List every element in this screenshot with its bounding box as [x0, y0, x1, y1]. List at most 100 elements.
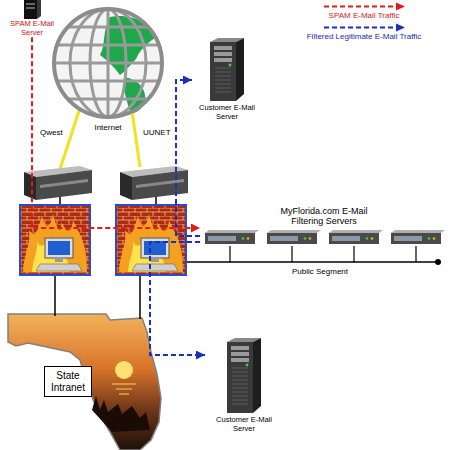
- server-tower-icon: [246, 364, 249, 367]
- server-tower-icon: [232, 384, 248, 385]
- legend-line-sample: [324, 6, 396, 8]
- network-wires: [291, 246, 292, 262]
- server-tower-icon: [236, 38, 244, 101]
- server-tower-icon: [214, 46, 232, 50]
- globe-grid: [54, 62, 162, 65]
- server-tower-icon: [229, 64, 232, 67]
- node-label: State Intranet: [51, 370, 85, 393]
- globe-grid: [57, 80, 159, 83]
- legend-line-sample: [324, 27, 396, 29]
- florida-map: [112, 384, 136, 394]
- legend-line-sample: [396, 24, 405, 32]
- rack-server-icons: [304, 237, 307, 240]
- legend-item: SPAM E-Mail Traffic: [280, 2, 448, 20]
- uplink-lines: [60, 108, 80, 169]
- rack-server-icons: [247, 237, 250, 240]
- rack-server-icons: [329, 230, 383, 233]
- server-tower-icon: [232, 396, 248, 397]
- uplink-lines: [132, 111, 140, 167]
- rack-server-icons: [366, 237, 369, 240]
- server-tower-icon: [232, 404, 248, 405]
- customer-mail-server: Customer E-Mail Server: [192, 38, 262, 121]
- server-tower-icon: [26, 7, 35, 9]
- link-label: UUNET: [143, 128, 171, 137]
- globe-grid: [57, 44, 159, 47]
- legend-item: Filtered Legitimate E-Mail Traffic: [280, 23, 448, 41]
- rack-server-icons: [329, 233, 379, 244]
- globe-icon: [54, 9, 162, 117]
- internet-globe: Internet: [50, 5, 166, 132]
- florida-map: [8, 314, 161, 450]
- legend-label: SPAM E-Mail Traffic: [280, 11, 448, 20]
- filtering-server-group: MyFlorida.com E-Mail Filtering Servers: [200, 206, 448, 245]
- legend-label: Filtered Legitimate E-Mail Traffic: [280, 32, 448, 41]
- server-tower-icon: [232, 376, 248, 377]
- server-tower-icon: [215, 88, 231, 89]
- globe-grid: [68, 98, 148, 101]
- globe-icon: [54, 9, 162, 117]
- node-label: Customer E-Mail Server: [205, 416, 283, 433]
- network-wires: [415, 246, 416, 262]
- server-tower-icon: [232, 388, 248, 389]
- segment-label: Public Segment: [292, 267, 348, 276]
- network-wires: [186, 261, 438, 263]
- rack-server-icons: [371, 237, 374, 240]
- server-tower-icon: [231, 358, 249, 362]
- rack-server-icons: [394, 236, 422, 241]
- customer-mail-server: Customer E-Mail Server: [205, 338, 283, 433]
- server-tower-icon: [210, 42, 236, 101]
- legend-line-sample: [322, 23, 406, 32]
- server-tower-icon: [215, 72, 231, 73]
- rack-server-icons: [428, 237, 431, 240]
- server-tower-icon: [215, 84, 231, 85]
- state-intranet-box: State Intranet: [44, 366, 92, 397]
- globe-icon: [50, 5, 166, 123]
- florida-map: [8, 314, 161, 450]
- server-tower-icon: [232, 392, 248, 393]
- legend: SPAM E-Mail TrafficFiltered Legitimate E…: [280, 2, 448, 44]
- rack-server-icons: [433, 237, 436, 240]
- network-wires: [139, 275, 141, 319]
- network-wires: [54, 275, 56, 316]
- link-label: Qwest: [40, 128, 63, 137]
- rack-server-icons: [309, 237, 312, 240]
- firewall-icon: [20, 205, 90, 275]
- rack-server-icons: [267, 230, 321, 233]
- florida-map: [92, 396, 150, 432]
- network-wires: [435, 259, 441, 265]
- rack-server-icons: [205, 230, 259, 233]
- server-tower-icon: [231, 346, 249, 350]
- server-tower-icon: [215, 80, 231, 81]
- rack-server-icons: [208, 236, 236, 241]
- node-label: Customer E-Mail Server: [192, 104, 262, 121]
- server-tower-icon: [26, 3, 35, 5]
- rack-server-icons: [267, 233, 317, 244]
- server-tower-icon: [231, 352, 249, 356]
- rack-server-icons: [270, 236, 298, 241]
- rack-server-icons: [391, 233, 441, 244]
- network-wires: [55, 246, 441, 319]
- router-icon: [24, 166, 92, 206]
- server-tower-icon: [214, 58, 232, 62]
- florida-map: [115, 361, 133, 379]
- server-tower-icon: [215, 68, 231, 69]
- network-wires: [229, 246, 230, 262]
- server-tower-icon: [37, 0, 41, 19]
- server-tower-icon: [232, 400, 248, 401]
- server-tower-icon: [2, 0, 62, 20]
- rack-server-icons: [391, 230, 445, 233]
- filtered-traffic-arrow: [150, 242, 205, 355]
- rack-server-icons: [200, 230, 448, 245]
- spam-mail-server: SPAM E-Mail Server: [2, 0, 62, 37]
- server-tower-icon: [24, 0, 37, 19]
- server-tower-icon: [214, 52, 232, 56]
- globe-grid: [68, 26, 148, 29]
- rack-server-icons: [205, 233, 255, 244]
- server-tower-icon: [253, 338, 261, 413]
- rack-server-icons: [242, 237, 245, 240]
- network-wires: [353, 246, 354, 262]
- server-tower-icon: [192, 38, 262, 102]
- globe-grid: [54, 9, 162, 117]
